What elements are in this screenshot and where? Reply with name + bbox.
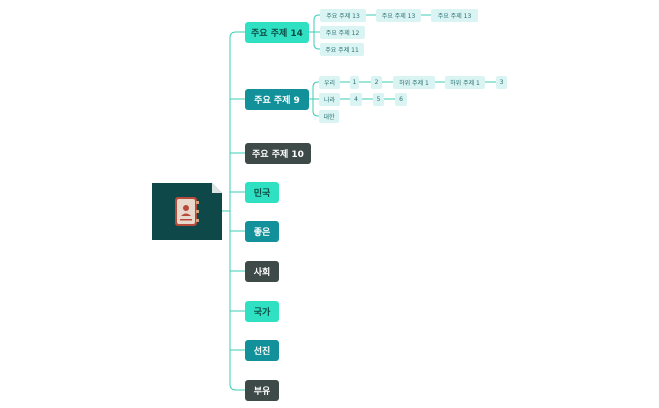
subtopic-label: 우리 [323, 80, 336, 87]
topic-sahoe[interactable]: 사회 [245, 261, 279, 282]
subtopic-uri[interactable]: 우리 [319, 76, 340, 89]
subtopic-12[interactable]: 주요 주제 12 [320, 26, 365, 39]
subtopic-label: 주요 주제 11 [325, 47, 359, 54]
subtopic-label: 대한 [323, 114, 335, 121]
subtopic-label: 5 [376, 96, 381, 103]
subtopic-11[interactable]: 주요 주제 11 [320, 43, 364, 56]
subtopic-uri-child-3[interactable]: 하위 주제 1 [393, 76, 435, 89]
subtopic-daehan[interactable]: 대한 [319, 110, 339, 123]
topic-label: 주요 주제 10 [252, 150, 304, 160]
topic-gukga[interactable]: 국가 [245, 301, 279, 322]
topic-label: 민국 [253, 189, 271, 199]
central-topic[interactable] [152, 183, 222, 240]
subtopic-label: 6 [399, 96, 403, 103]
address-book-icon [152, 183, 222, 240]
topic-main-14[interactable]: 주요 주제 14 [245, 22, 309, 43]
subtopic-label: 1 [352, 79, 357, 86]
subtopic-nara[interactable]: 나라 [319, 93, 340, 106]
subtopic-uri-child-1[interactable]: 1 [350, 76, 359, 89]
topic-joeun[interactable]: 좋은 [245, 221, 279, 242]
subtopic-uri-child-4[interactable]: 하위 주제 1 [445, 76, 485, 89]
topic-label: 주요 주제 14 [251, 29, 303, 39]
subtopic-label: 주요 주제 13 [437, 13, 472, 20]
topic-label: 부유 [253, 387, 271, 397]
topic-label: 좋은 [253, 228, 271, 238]
subtopic-label: 하위 주제 1 [399, 80, 429, 87]
topic-minguk[interactable]: 민국 [245, 182, 279, 203]
topic-label: 선진 [253, 347, 271, 357]
subtopic-label: 나라 [323, 97, 336, 104]
subtopic-label: 주요 주제 12 [325, 30, 360, 37]
subtopic-label: 주요 주제 13 [326, 13, 360, 20]
subtopic-label: 주요 주제 13 [381, 13, 416, 20]
topic-buyu[interactable]: 부유 [245, 380, 279, 401]
subtopic-13-child-2[interactable]: 주요 주제 13 [431, 9, 478, 22]
subtopic-label: 하위 주제 1 [450, 80, 480, 87]
topic-label: 사회 [253, 268, 271, 278]
subtopic-label: 2 [374, 79, 379, 86]
topic-seonjin[interactable]: 선진 [245, 340, 279, 361]
subtopic-13[interactable]: 주요 주제 13 [320, 9, 366, 22]
topic-main-10[interactable]: 주요 주제 10 [245, 143, 311, 164]
subtopic-13-child-1[interactable]: 주요 주제 13 [376, 9, 421, 22]
topic-label: 주요 주제 9 [254, 96, 300, 106]
subtopic-uri-child-2[interactable]: 2 [371, 76, 382, 89]
subtopic-label: 3 [499, 79, 504, 86]
subtopic-uri-child-5[interactable]: 3 [496, 76, 507, 89]
subtopic-nara-child-2[interactable]: 5 [373, 93, 384, 106]
topic-label: 국가 [253, 308, 271, 318]
subtopic-nara-child-3[interactable]: 6 [395, 93, 407, 106]
subtopic-label: 4 [354, 96, 358, 103]
topic-main-9[interactable]: 주요 주제 9 [245, 89, 309, 110]
subtopic-nara-child-1[interactable]: 4 [350, 93, 362, 106]
